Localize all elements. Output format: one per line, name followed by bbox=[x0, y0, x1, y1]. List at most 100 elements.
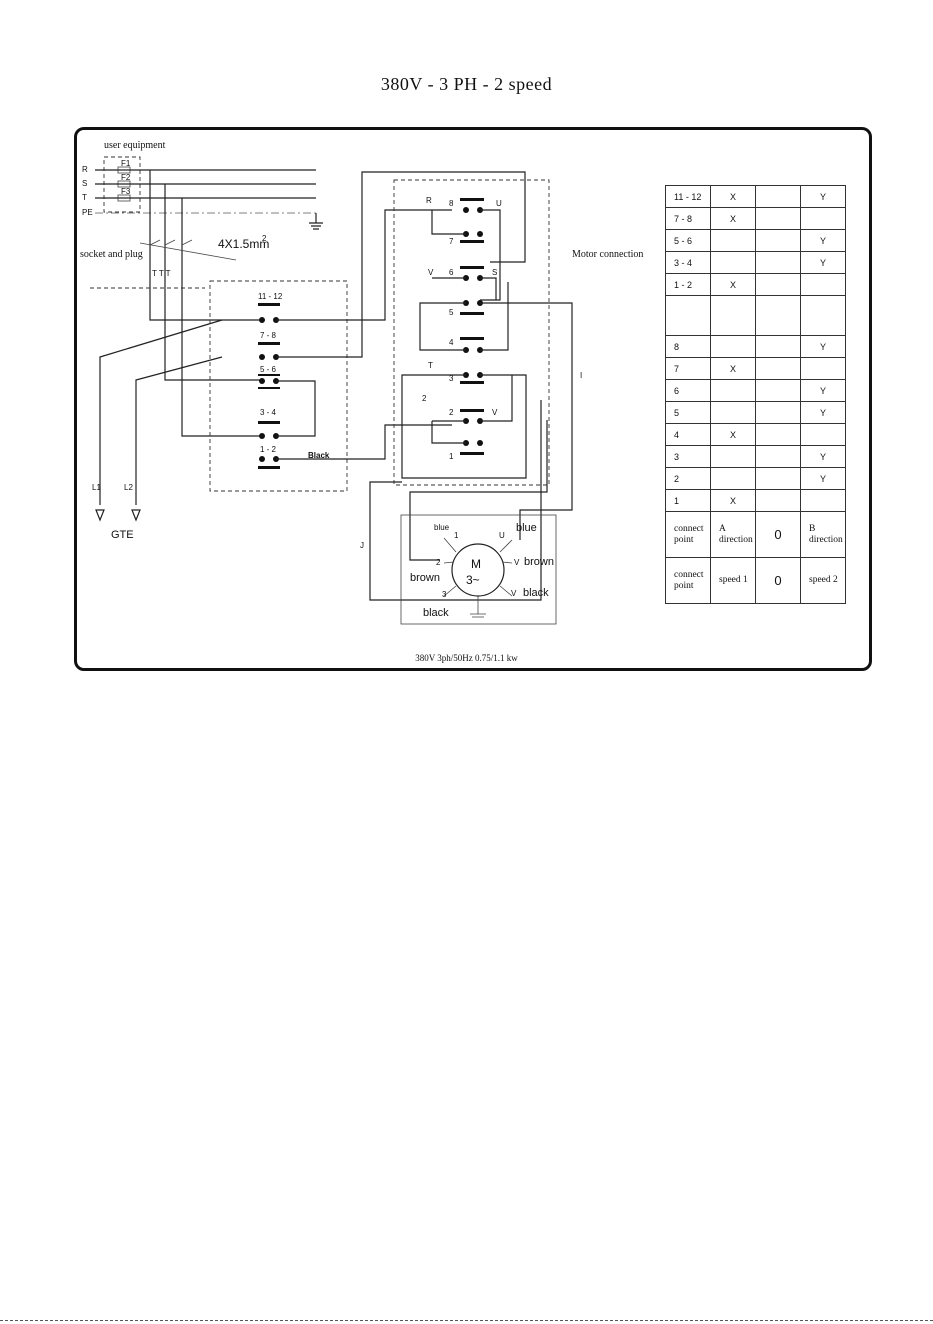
wire-t-down bbox=[181, 198, 262, 437]
wire-u-motor bbox=[409, 420, 548, 561]
ground-symbol bbox=[309, 213, 323, 230]
table-cell: A direction bbox=[710, 511, 756, 558]
table-cell bbox=[800, 295, 846, 336]
svg-text:6: 6 bbox=[449, 268, 454, 277]
svg-text:4: 4 bbox=[449, 338, 454, 347]
table-cell: 6 bbox=[665, 379, 711, 402]
table-cell: 1 bbox=[665, 489, 711, 512]
wire-11-12 bbox=[276, 209, 452, 321]
m-u: U bbox=[499, 531, 505, 540]
table-cell bbox=[710, 335, 756, 358]
table-cell: 7 - 8 bbox=[665, 207, 711, 230]
wire-l1 bbox=[99, 319, 223, 505]
table-cell: X bbox=[710, 273, 756, 296]
switch-contacts: 11 - 12 7 - 8 5 - 6 3 - 4 1 - 2 Black bbox=[258, 292, 330, 469]
svg-text:3 - 4: 3 - 4 bbox=[260, 408, 277, 417]
cable-label: 4X1.5mm bbox=[218, 237, 269, 251]
table-cell: X bbox=[710, 357, 756, 380]
wire-j bbox=[369, 400, 542, 601]
wire-v2-3 bbox=[480, 375, 513, 422]
table-cell bbox=[755, 401, 801, 424]
m-brown-l: brown bbox=[410, 572, 440, 584]
table-cell: 3 - 4 bbox=[665, 251, 711, 274]
table-cell bbox=[755, 489, 801, 512]
svg-text:2: 2 bbox=[422, 394, 427, 403]
wire-1-2 bbox=[276, 424, 452, 460]
m-v-bot: V bbox=[511, 589, 517, 598]
wire-2-1 bbox=[431, 421, 466, 444]
gte-label: GTE bbox=[111, 529, 134, 541]
table-cell bbox=[800, 489, 846, 512]
motor-connection-label: Motor connection bbox=[572, 249, 643, 260]
wire-s-down bbox=[164, 184, 262, 381]
motor-rating: 380V 3ph/50Hz 0.75/1.1 kw bbox=[415, 653, 518, 663]
table-cell: 2 bbox=[665, 467, 711, 490]
table-cell bbox=[755, 445, 801, 468]
motor-m-label: M bbox=[471, 557, 481, 571]
m-black-l: black bbox=[423, 607, 449, 619]
m-1: 1 bbox=[454, 531, 459, 540]
svg-text:S: S bbox=[492, 268, 497, 277]
fuse-f3-label: F3 bbox=[121, 187, 131, 196]
wire-l2 bbox=[135, 356, 223, 505]
table-cell bbox=[710, 251, 756, 274]
page-title: 380V - 3 PH - 2 speed bbox=[380, 74, 553, 94]
svg-text:8: 8 bbox=[449, 199, 454, 208]
table-cell bbox=[755, 273, 801, 296]
svg-text:11 - 12: 11 - 12 bbox=[258, 292, 283, 301]
svg-text:7 - 8: 7 - 8 bbox=[260, 331, 277, 340]
svg-text:U: U bbox=[496, 199, 502, 208]
line-pe-label: PE bbox=[82, 208, 93, 217]
table-cell: 1 - 2 bbox=[665, 273, 711, 296]
wire-r-down bbox=[149, 170, 262, 321]
table-cell bbox=[755, 185, 801, 208]
table-cell: Y bbox=[800, 467, 846, 490]
table-cell: Y bbox=[800, 379, 846, 402]
svg-text:7: 7 bbox=[449, 237, 454, 246]
black-label: Black bbox=[308, 451, 330, 460]
table-cell: X bbox=[710, 185, 756, 208]
socket-plug-label: socket and plug bbox=[80, 249, 143, 260]
m-brown-r: brown bbox=[524, 556, 554, 568]
table-cell: 11 - 12 bbox=[665, 185, 711, 208]
wire-s-5 bbox=[480, 277, 497, 300]
table-cell: 7 bbox=[665, 357, 711, 380]
wiring-diagram: user equipment R S T PE F1 F2 F3 socket … bbox=[80, 140, 643, 625]
terminal-contacts: R 8 U 7 V 6 S 5 4 T 3 2 2 V 1 bbox=[422, 196, 502, 461]
plug-pins: T T T bbox=[152, 269, 171, 278]
table-cell: B direction bbox=[800, 511, 846, 558]
table-cell bbox=[755, 335, 801, 358]
cable-sup: 2 bbox=[262, 234, 267, 243]
terminal-box bbox=[393, 179, 550, 486]
wire-7-8 bbox=[276, 171, 526, 358]
table-row bbox=[665, 295, 846, 336]
table-cell: Y bbox=[800, 185, 846, 208]
line-s-label: S bbox=[82, 179, 87, 188]
table-cell: X bbox=[710, 489, 756, 512]
wire-4-s bbox=[480, 282, 509, 351]
table-cell: speed 1 bbox=[710, 557, 756, 604]
m-2: 2 bbox=[436, 558, 441, 567]
fuse-f2-label: F2 bbox=[121, 173, 131, 182]
m-v-top: V bbox=[514, 558, 520, 567]
table-cell bbox=[710, 229, 756, 252]
table-cell: X bbox=[710, 423, 756, 446]
table-cell: Y bbox=[800, 401, 846, 424]
table-cell: Y bbox=[800, 335, 846, 358]
table-cell bbox=[710, 295, 756, 336]
table-cell bbox=[710, 445, 756, 468]
bottom-rule bbox=[0, 1320, 933, 1321]
table-cell bbox=[755, 379, 801, 402]
table-cell bbox=[800, 273, 846, 296]
arrows-gte bbox=[95, 509, 141, 522]
wire-j-label: J bbox=[360, 541, 364, 550]
motor-box bbox=[400, 514, 557, 625]
